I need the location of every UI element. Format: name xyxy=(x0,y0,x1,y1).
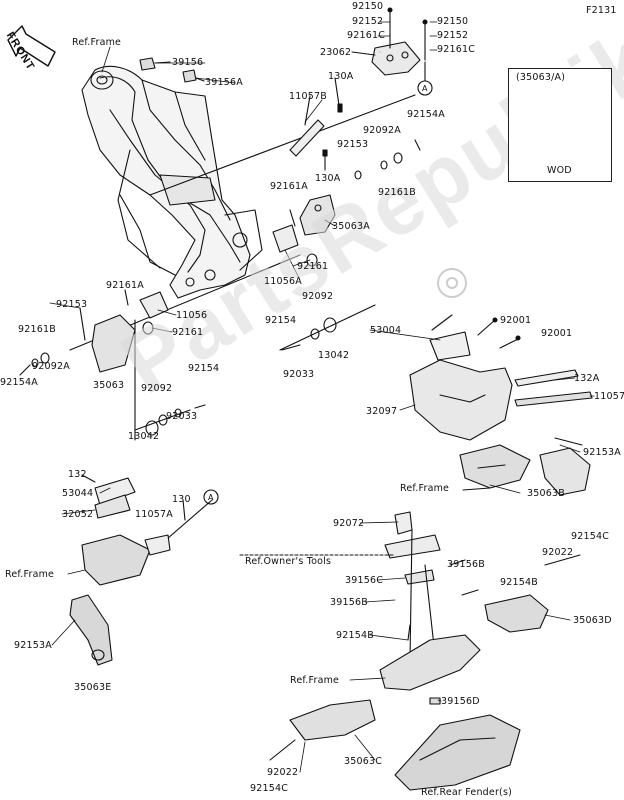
part-label-p39156B-2[interactable]: 39156B xyxy=(330,597,368,608)
part-label-p132A[interactable]: 132A xyxy=(574,373,600,384)
part-label-p92150-2[interactable]: 92150 xyxy=(437,16,469,27)
underseat-tray xyxy=(239,511,581,791)
part-label-p92161A-2[interactable]: 92161A xyxy=(106,280,144,291)
part-label-p92161-2[interactable]: 92161 xyxy=(172,327,204,338)
part-label-p92154A-2[interactable]: 92154A xyxy=(0,377,38,388)
part-label-p32052[interactable]: 32052 xyxy=(62,509,94,520)
part-label-p92154C-1[interactable]: 92154C xyxy=(571,531,610,542)
part-label-p92092A-1[interactable]: 92092A xyxy=(363,125,401,136)
part-label-p92161B-1[interactable]: 92161B xyxy=(378,187,416,198)
part-label-p35063[interactable]: 35063 xyxy=(93,380,125,391)
part-label-ref-frame-3[interactable]: Ref.Frame xyxy=(5,569,55,580)
part-label-ref-frame-1[interactable]: Ref.Frame xyxy=(72,37,122,48)
part-label-p92092-2[interactable]: 92092 xyxy=(141,383,173,394)
step-holder-35063e xyxy=(69,534,171,666)
part-label-p130A-1[interactable]: 130A xyxy=(328,71,354,82)
part-label-p53044[interactable]: 53044 xyxy=(62,488,94,499)
part-label-p92022-1[interactable]: 92022 xyxy=(542,547,574,558)
collar-stack xyxy=(134,317,337,441)
part-label-p39156A[interactable]: 39156A xyxy=(205,77,243,88)
part-label-p92161B-2[interactable]: 92161B xyxy=(18,324,56,335)
part-label-p39156[interactable]: 39156 xyxy=(172,57,204,68)
part-label-p132[interactable]: 132 xyxy=(68,469,87,480)
part-label-p92154-1[interactable]: 92154 xyxy=(265,315,297,326)
part-label-p92152-1[interactable]: 92152 xyxy=(352,16,384,27)
part-label-p92150-1[interactable]: 92150 xyxy=(352,1,384,12)
part-label-ref-rear-fender[interactable]: Ref.Rear Fender(s) xyxy=(421,787,513,798)
part-label-p130A-2[interactable]: 130A xyxy=(315,173,341,184)
part-label-p92161-1[interactable]: 92161 xyxy=(297,261,329,272)
part-label-p35063D[interactable]: 35063D xyxy=(573,615,612,626)
part-label-ref-frame-4[interactable]: Ref.Frame xyxy=(290,675,340,686)
inset-variant: WOD xyxy=(547,165,572,176)
part-label-p35063C[interactable]: 35063C xyxy=(344,756,383,767)
part-label-p92153-2[interactable]: 92153 xyxy=(56,299,88,310)
part-label-p92072[interactable]: 92072 xyxy=(333,518,365,529)
inset-label: (35063/A) xyxy=(516,72,566,83)
part-label-p39156C[interactable]: 39156C xyxy=(345,575,384,586)
part-label-p11057A[interactable]: 11057A xyxy=(135,509,173,520)
part-label-p92153-1[interactable]: 92153 xyxy=(337,139,369,150)
part-label-p23062[interactable]: 23062 xyxy=(320,47,352,58)
part-label-p11057B[interactable]: 11057B xyxy=(289,91,327,102)
part-label-p32097[interactable]: 32097 xyxy=(366,406,398,417)
callout-a: A xyxy=(208,493,214,502)
part-label-p11056[interactable]: 11056 xyxy=(176,310,208,321)
part-label-p92161A-1[interactable]: 92161A xyxy=(270,181,308,192)
part-label-p92001-2[interactable]: 92001 xyxy=(541,328,573,339)
part-label-p53004[interactable]: 53004 xyxy=(370,325,402,336)
part-label-p92153A-2[interactable]: 92153A xyxy=(14,640,52,651)
part-label-p35063E[interactable]: 35063E xyxy=(74,682,112,693)
inset-box xyxy=(508,68,612,182)
gear-icon xyxy=(437,268,467,298)
pipe-11057b xyxy=(289,77,343,157)
part-label-p92154B-2[interactable]: 92154B xyxy=(336,630,374,641)
part-label-p92154B-1[interactable]: 92154B xyxy=(500,577,538,588)
front-arrow-icon xyxy=(7,25,56,67)
part-label-p13042-1[interactable]: 13042 xyxy=(318,350,350,361)
part-label-p92154-2[interactable]: 92154 xyxy=(188,363,220,374)
part-label-p92161C-2[interactable]: 92161C xyxy=(437,44,476,55)
diagram-id: F2131 xyxy=(586,5,617,16)
part-label-p92152-2[interactable]: 92152 xyxy=(437,30,469,41)
bracket-35063 xyxy=(19,289,169,376)
bracket-23062 xyxy=(351,7,428,76)
collars-upper xyxy=(322,139,421,180)
cap-39156 xyxy=(139,57,205,83)
callout-a-circle xyxy=(203,489,219,505)
part-label-p11057[interactable]: 11057 xyxy=(594,391,624,402)
part-label-p92092-1[interactable]: 92092 xyxy=(302,291,334,302)
part-label-p92153A-1[interactable]: 92153A xyxy=(583,447,621,458)
part-label-ref-owners-tools[interactable]: Ref.Owner's Tools xyxy=(245,556,332,567)
part-label-p92092A-2[interactable]: 92092A xyxy=(32,361,70,372)
part-label-p130[interactable]: 130 xyxy=(172,494,191,505)
part-label-p92161C-1[interactable]: 92161C xyxy=(347,30,386,41)
part-label-p11056A[interactable]: 11056A xyxy=(264,276,302,287)
part-label-ref-frame-2[interactable]: Ref.Frame xyxy=(400,483,450,494)
part-label-p92033-1[interactable]: 92033 xyxy=(283,369,315,380)
part-label-p92001-1[interactable]: 92001 xyxy=(500,315,532,326)
part-label-p35063A[interactable]: 35063A xyxy=(332,221,370,232)
part-label-p39156D[interactable]: 39156D xyxy=(441,696,480,707)
part-label-p35063B[interactable]: 35063B xyxy=(527,488,565,499)
leader-lines xyxy=(49,21,595,773)
rods-132a-11057 xyxy=(514,369,593,407)
part-label-p92154C-2[interactable]: 92154C xyxy=(250,783,289,794)
part-label-p92154A-1[interactable]: 92154A xyxy=(407,109,445,120)
part-label-p92022-2[interactable]: 92022 xyxy=(267,767,299,778)
part-label-p39156B-1[interactable]: 39156B xyxy=(447,559,485,570)
part-label-p13042-2[interactable]: 13042 xyxy=(128,431,160,442)
step-holder-35063b xyxy=(459,437,591,496)
step-holder-35063a xyxy=(272,194,336,267)
part-label-p92033-2[interactable]: 92033 xyxy=(166,411,198,422)
callout-a: A xyxy=(422,84,428,93)
battery-case-32097 xyxy=(409,314,521,441)
